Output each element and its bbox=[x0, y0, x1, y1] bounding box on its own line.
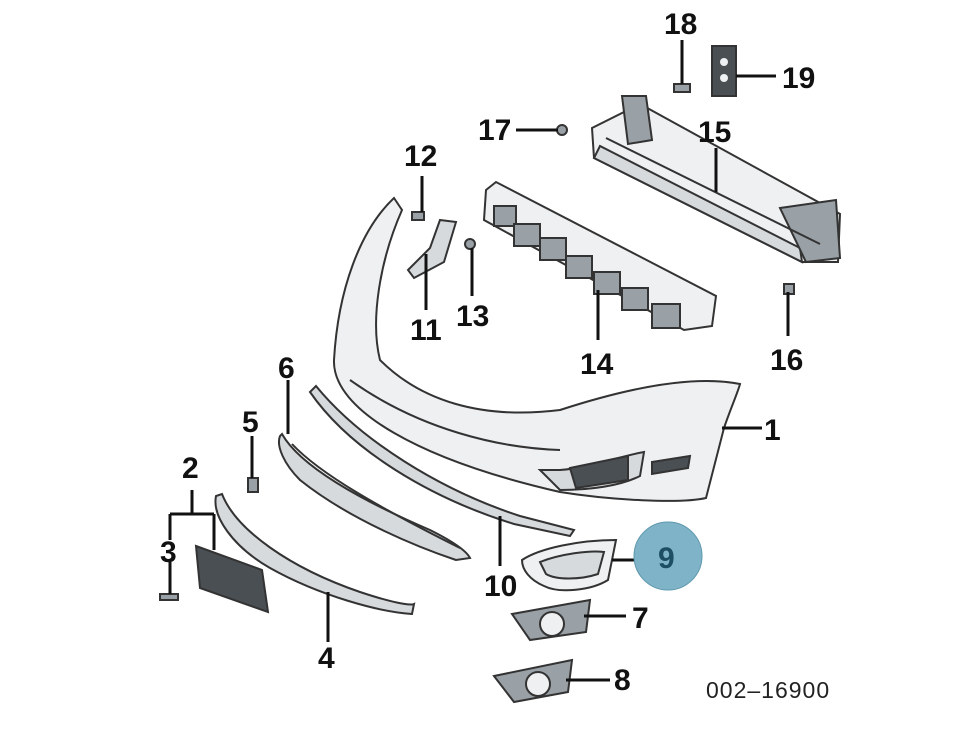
callout-19: 19 bbox=[782, 62, 815, 95]
part-18-stud bbox=[673, 83, 691, 93]
part-14-energy-absorber bbox=[482, 180, 718, 332]
callout-6: 6 bbox=[278, 352, 295, 385]
part-2-plate-bracket bbox=[194, 544, 270, 614]
leader-lines bbox=[168, 40, 790, 682]
callout-7: 7 bbox=[632, 602, 649, 635]
part-19-plate bbox=[711, 45, 737, 97]
part-10-trim-strip bbox=[308, 384, 576, 538]
callout-18: 18 bbox=[664, 8, 697, 41]
callout-17: 17 bbox=[478, 114, 511, 147]
document-number: 002–16900 bbox=[706, 677, 830, 703]
callout-10: 10 bbox=[484, 570, 517, 603]
part-12-clip bbox=[411, 211, 425, 221]
callout-16: 16 bbox=[770, 344, 803, 377]
part-17-bolt bbox=[556, 124, 568, 136]
part-8-fog-lamp bbox=[492, 658, 574, 704]
callout-15: 15 bbox=[698, 116, 731, 149]
callout-13: 13 bbox=[456, 300, 489, 333]
callout-5: 5 bbox=[242, 406, 259, 439]
part-11-bracket bbox=[406, 218, 458, 280]
callout-14: 14 bbox=[580, 348, 614, 381]
callout-11: 11 bbox=[410, 314, 442, 347]
part-13-screw bbox=[464, 238, 476, 250]
callout-9-highlight-circle bbox=[633, 521, 703, 591]
part-3-screw bbox=[159, 593, 179, 601]
callout-3: 3 bbox=[160, 536, 177, 569]
callout-1: 1 bbox=[764, 414, 781, 447]
part-9-bezel bbox=[520, 538, 618, 592]
part-1-bumper-cover bbox=[332, 196, 742, 502]
callout-9: 9 bbox=[658, 542, 675, 575]
callout-2: 2 bbox=[182, 452, 199, 485]
callout-8: 8 bbox=[614, 664, 631, 697]
callout-12: 12 bbox=[404, 140, 437, 173]
part-7-fog-lamp bbox=[510, 598, 592, 642]
callout-4: 4 bbox=[318, 642, 335, 675]
part-5-clip bbox=[247, 477, 259, 493]
part-4-lower-trim bbox=[214, 492, 416, 616]
part-6-grille bbox=[278, 432, 472, 562]
